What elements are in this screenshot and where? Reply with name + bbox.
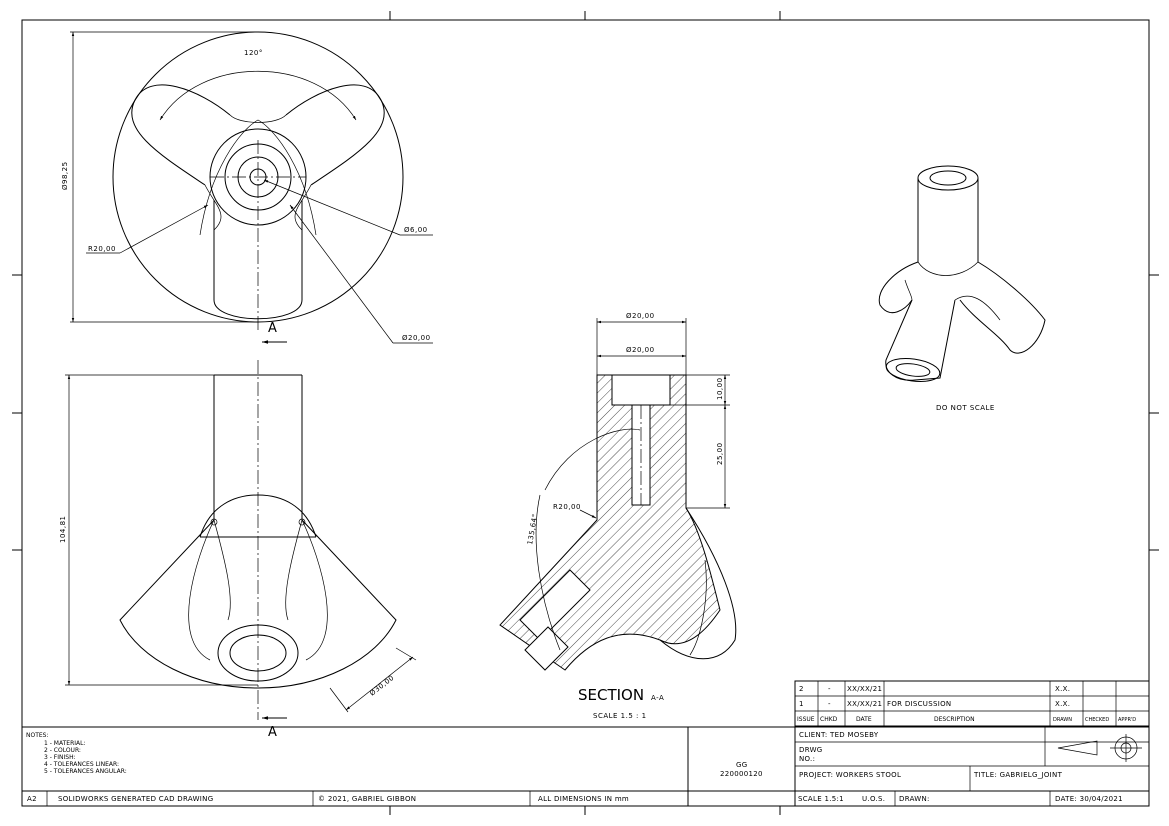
rev-row-2-date: XX/XX/21 — [847, 700, 882, 708]
section-radius-label: R20,00 — [553, 503, 581, 511]
iso-view: DO NOT SCALE — [878, 165, 1046, 412]
hole-6-label: Ø6,00 — [404, 226, 428, 234]
section-title-suffix: A-A — [651, 694, 664, 702]
leg-30-label: Ø30,00 — [368, 674, 395, 698]
project-label: PROJECT: WORKERS STOOL — [799, 771, 901, 779]
drawn-label: DRAWN: — [899, 795, 930, 803]
note-item-1: 1 - MATERIAL: — [44, 740, 85, 747]
rev-row-1-chkd: - — [828, 685, 831, 693]
top-width-label: Ø20,00 — [626, 312, 655, 320]
rev-row-1-issue: 2 — [799, 685, 804, 693]
rev-header-description: DESCRIPTION — [934, 716, 975, 723]
front-view: 104,81 Ø30,00 A — [59, 360, 417, 740]
height-104-label: 104,81 — [59, 516, 67, 544]
rev-row-2-chkd: - — [828, 700, 831, 708]
rev-header-chkd: CHKD — [820, 716, 838, 723]
section-marker-top: A — [268, 321, 277, 336]
rev-row-1-drawn: X.X. — [1055, 685, 1070, 693]
drawing-number: 220000120 — [720, 770, 763, 778]
date-label: DATE: 30/04/2021 — [1055, 795, 1123, 803]
do-not-scale-note: DO NOT SCALE — [936, 404, 995, 412]
section-scale: SCALE 1.5 : 1 — [593, 712, 647, 720]
note-item-2: 2 - COLOUR: — [44, 747, 81, 754]
copyright-label: © 2021, GABRIEL GIBBON — [318, 795, 416, 803]
bore-label: Ø20,00 — [626, 346, 655, 354]
note-item-5: 5 - TOLERANCES ANGULAR: — [44, 768, 127, 775]
radius-20-label: R20,00 — [88, 245, 116, 253]
rev-row-2-description: FOR DISCUSSION — [887, 700, 951, 708]
top-view: 120° Ø98,25 R20,00 Ø6,00 Ø20,00 A — [61, 31, 433, 344]
client-label: CLIENT: TED MOSEBY — [799, 731, 879, 739]
note-item-4: 4 - TOLERANCES LINEAR: — [44, 761, 119, 768]
uos-label: U.O.S. — [862, 795, 885, 803]
rev-row-1-date: XX/XX/21 — [847, 685, 882, 693]
sheet-size: A2 — [27, 795, 37, 803]
rev-row-2-issue: 1 — [799, 700, 804, 708]
generated-label: SOLIDWORKS GENERATED CAD DRAWING — [58, 795, 213, 803]
third-angle-projection-icon — [1057, 734, 1142, 762]
rev-header-approved: APPR'D — [1118, 717, 1136, 723]
section-marker-front: A — [268, 725, 277, 740]
rev-header-checked: CHECKED — [1085, 717, 1109, 723]
section-title: SECTION — [578, 686, 644, 704]
notes-heading: NOTES: — [26, 732, 49, 739]
angle-120-label: 120° — [244, 49, 263, 57]
depth-25-label: 25,00 — [716, 442, 724, 465]
rev-header-date: DATE — [856, 716, 872, 723]
section-angle-label: 135,64° — [526, 513, 539, 545]
title-block: CLIENT: TED MOSEBY DRWG NO.: PROJECT: WO… — [22, 726, 1149, 806]
initials-label: GG — [736, 761, 747, 769]
diameter-98-label: Ø98,25 — [61, 161, 69, 190]
rev-row-2-drawn: X.X. — [1055, 700, 1070, 708]
units-label: ALL DIMENSIONS IN mm — [538, 795, 629, 803]
rev-header-drawn: DRAWN — [1053, 717, 1072, 723]
outer-20-label: Ø20,00 — [402, 334, 431, 342]
title-label: TITLE: GABRIELG_JOINT — [973, 771, 1063, 779]
scale-label: SCALE 1.5:1 — [798, 795, 844, 803]
depth-10-label: 10,00 — [716, 377, 724, 400]
revision-table: 2 - XX/XX/21 X.X. 1 - XX/XX/21 FOR DISCU… — [794, 680, 1150, 727]
section-view: R20,00 135,64° Ø20,00 Ø20,00 10,00 25,00… — [499, 312, 737, 720]
note-item-3: 3 - FINISH: — [44, 754, 76, 761]
sheet-border — [12, 11, 1159, 815]
drwg-label-line1: DRWG — [799, 746, 823, 754]
drwg-label-line2: NO.: — [799, 755, 815, 763]
rev-header-issue: ISSUE — [797, 716, 815, 723]
